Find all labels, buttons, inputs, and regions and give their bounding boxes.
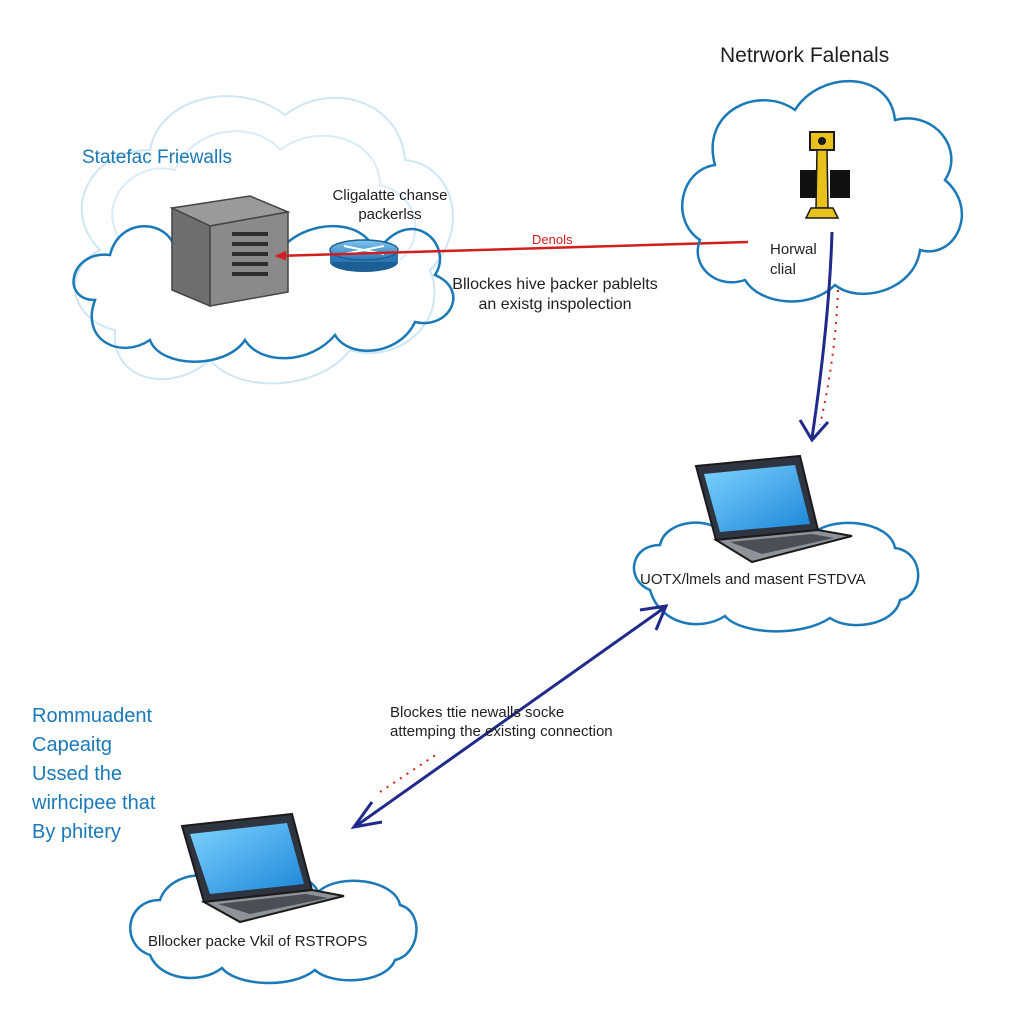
connection-label-line2: attemping the existing connection bbox=[390, 723, 613, 740]
stateful-cloud bbox=[72, 216, 455, 363]
firewall-label-line1: Horwal bbox=[770, 241, 817, 258]
laptop-icon bbox=[180, 812, 345, 924]
connection-label: Blockes ttie newalls socke attemping the… bbox=[390, 703, 613, 741]
upper-laptop-cloud bbox=[632, 515, 920, 633]
denied-label: Denols bbox=[532, 232, 573, 247]
denied-arrow bbox=[275, 240, 749, 261]
firewall-key-icon bbox=[800, 131, 850, 219]
stateful-cloud-faint bbox=[73, 95, 454, 385]
side-note-line: Capeaitg bbox=[32, 734, 113, 756]
lower-laptop-cloud bbox=[129, 872, 418, 985]
connection-arrow bbox=[350, 604, 669, 830]
side-note-line: By phitery bbox=[32, 821, 121, 843]
side-note: Rommuadent Capeaitg Ussed the wirhcipee … bbox=[32, 702, 155, 847]
firewall-label: Horwal clial bbox=[770, 240, 817, 280]
connection-label-line1: Blockes ttie newalls socke bbox=[390, 704, 565, 721]
packet-label: Cligalatte chanse packerlss bbox=[310, 186, 470, 224]
side-note-line: wirhcipee that bbox=[32, 792, 156, 814]
blocks-label-line1: Bllockes hive þacker pablelts bbox=[452, 276, 658, 293]
laptop-icon bbox=[694, 454, 853, 564]
blocks-label: Bllockes hive þacker pablelts an existg … bbox=[420, 275, 690, 315]
blocks-label-line2: an existg inspolection bbox=[478, 296, 632, 313]
side-note-line: Ussed the bbox=[32, 763, 123, 785]
diagram-title: Netrwork Falenals bbox=[720, 44, 890, 67]
side-note-line: Rommuadent bbox=[32, 705, 153, 727]
upper-laptop-label: UOTX/lmels and masent FSTDVA bbox=[640, 571, 866, 588]
packet-label-line1: Cligalatte chanse bbox=[332, 187, 448, 204]
firewall-cloud bbox=[681, 79, 964, 303]
packet-label-line2: packerlss bbox=[358, 206, 422, 223]
firewall-label-line2: clial bbox=[770, 261, 796, 278]
stateful-firewall-label: Statefac Friewalls bbox=[82, 147, 232, 168]
firewall-to-laptop-arrow bbox=[798, 231, 839, 443]
lower-laptop-label: Bllocker packe Vkil of RSTROPS bbox=[148, 933, 368, 950]
router-icon bbox=[329, 239, 399, 272]
server-icon bbox=[169, 195, 291, 308]
